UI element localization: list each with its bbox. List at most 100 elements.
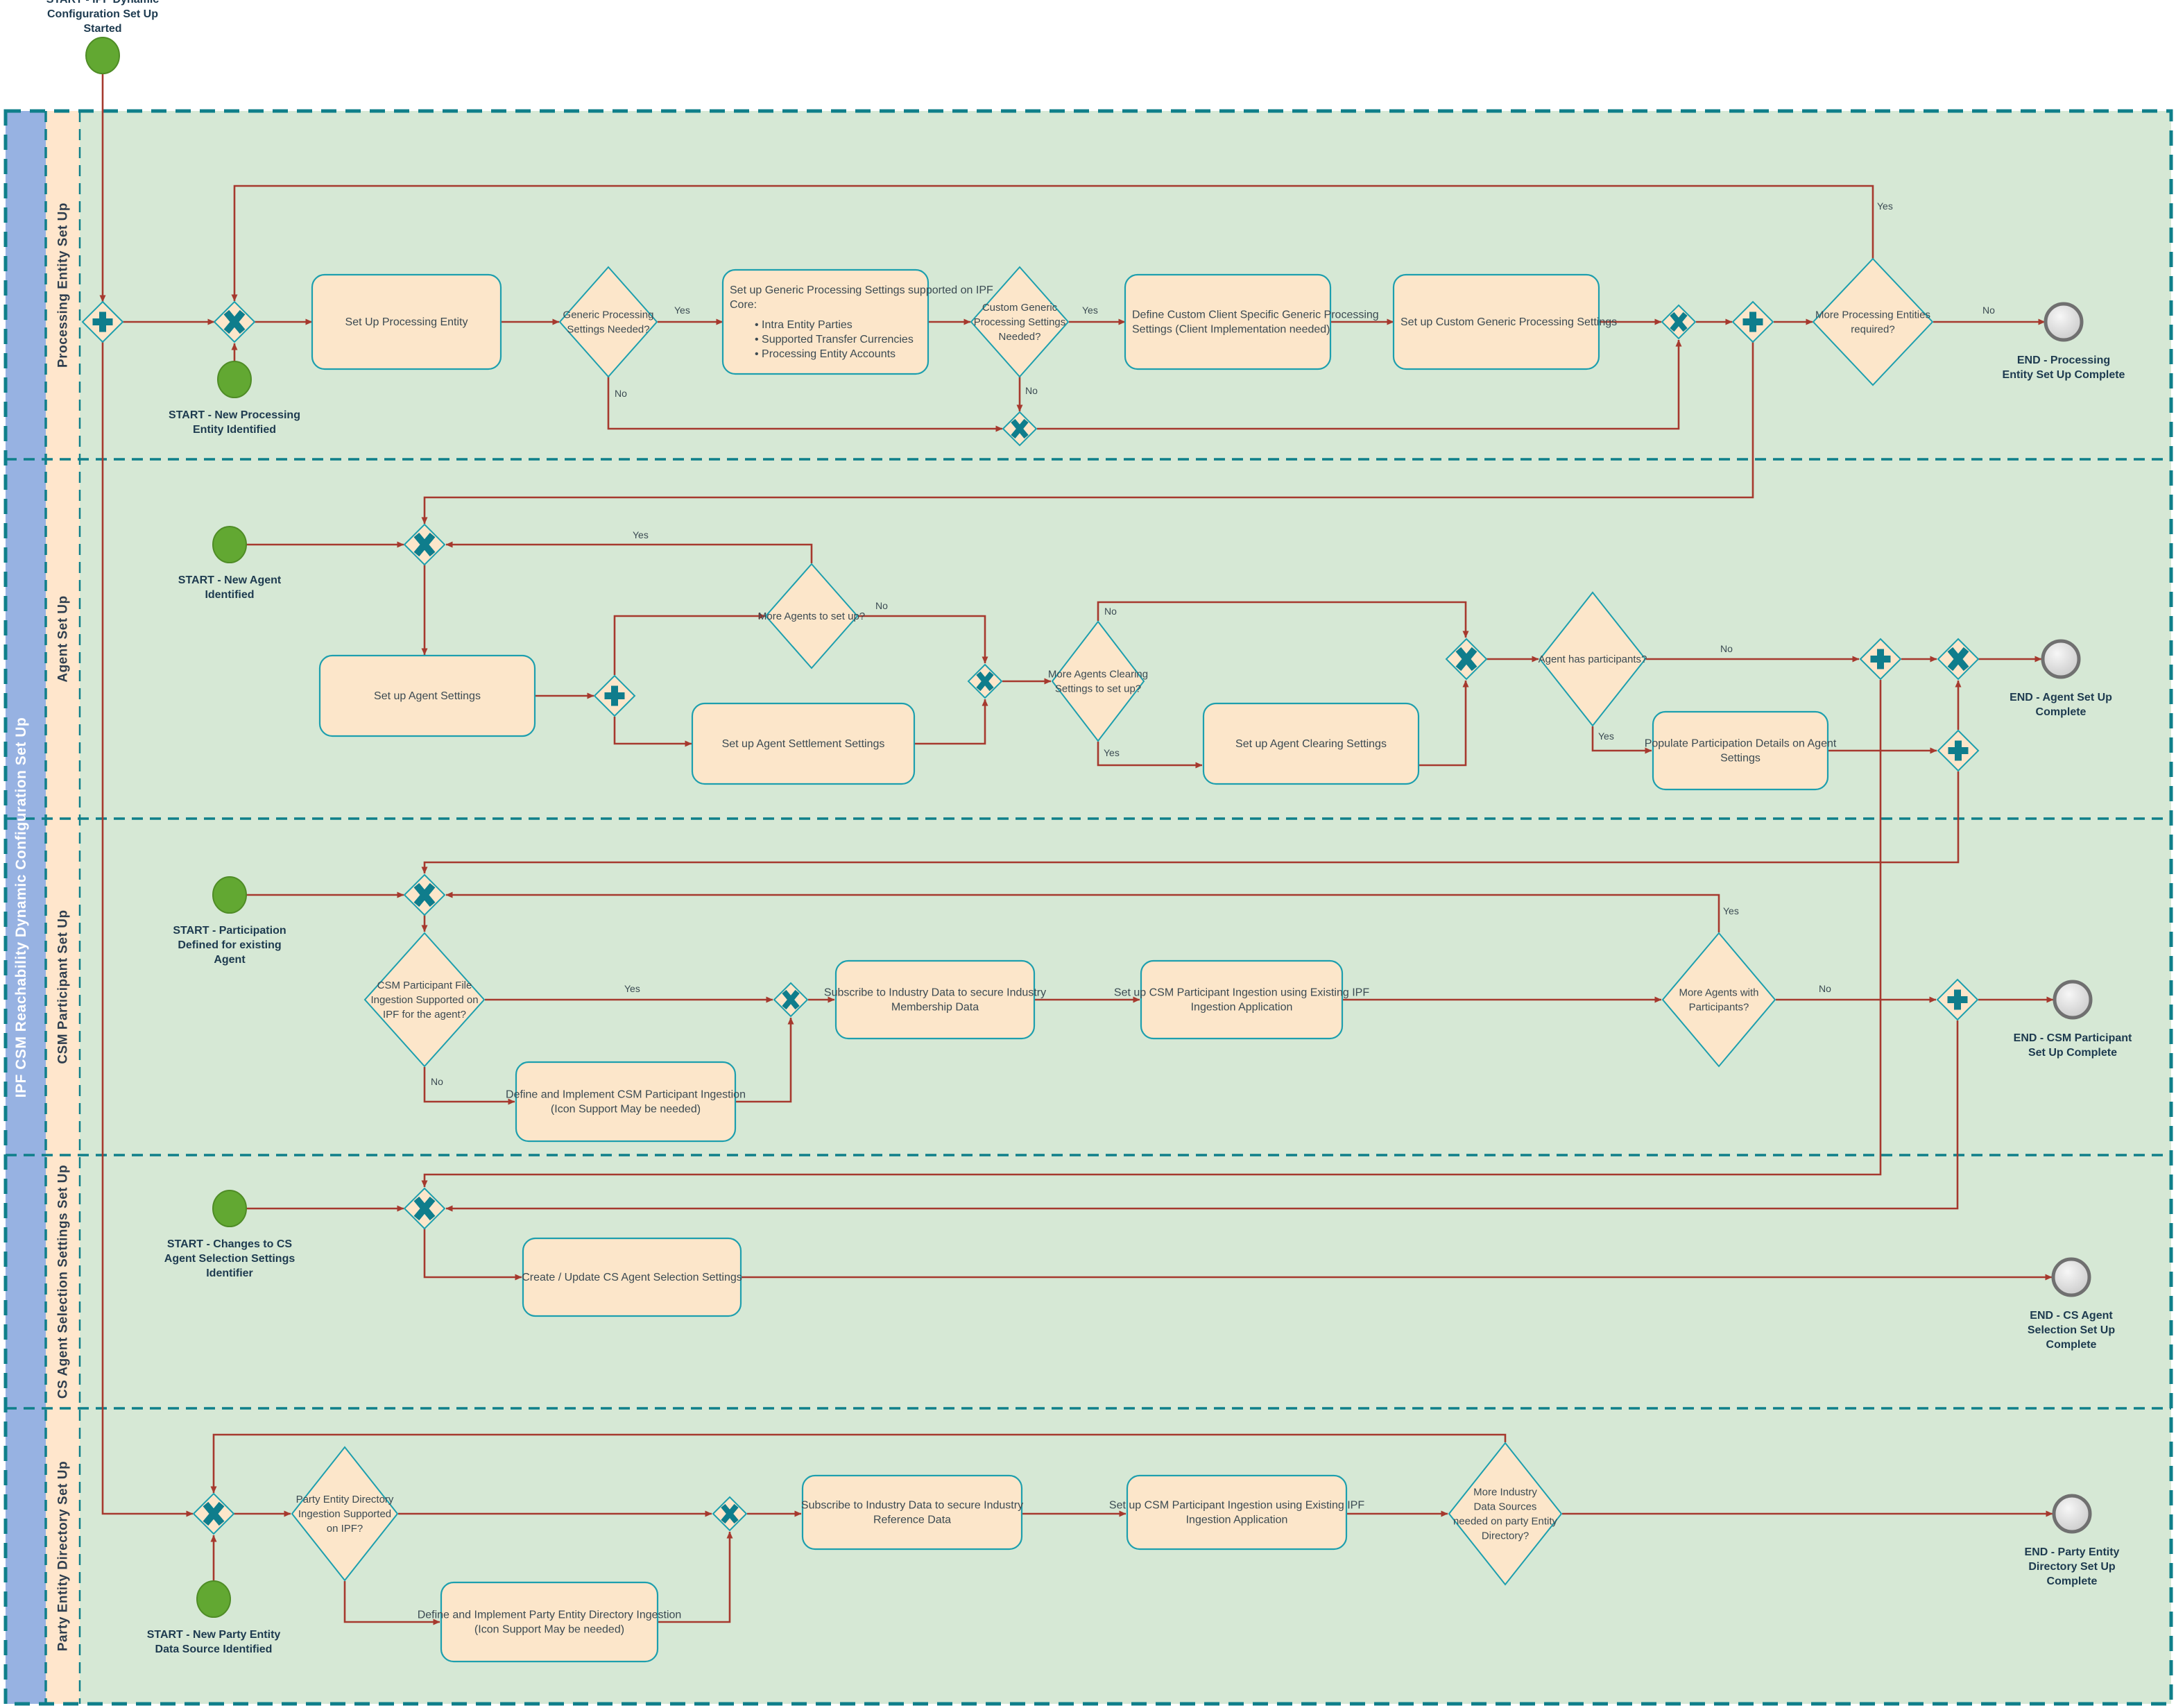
sequence-flow: [445, 1020, 1959, 1212]
gateway-x-cs-agent-entry: [403, 1187, 446, 1230]
svg-text:Data Source Identified: Data Source Identified: [155, 1643, 273, 1655]
sequence-flow: [1097, 742, 1203, 769]
gateway-plus-participation: [1937, 729, 1980, 772]
flow-label-yes: Yes: [1723, 905, 1739, 916]
svg-text:Directory?: Directory?: [1482, 1530, 1529, 1542]
svg-text:More Processing Entities: More Processing Entities: [1815, 309, 1930, 321]
sequence-flow: [736, 1017, 794, 1103]
svg-text:START - New Processing: START - New Processing: [169, 409, 300, 421]
svg-text:Define Custom Client Specific: Define Custom Client Specific Generic Pr…: [1132, 309, 1379, 321]
svg-text:Party Entity Directory: Party Entity Directory: [296, 1494, 394, 1505]
exclusive-gateway-icon: [413, 1196, 436, 1221]
flow-label-no: No: [431, 1076, 443, 1087]
gateway-plus-processing-entry: [81, 300, 124, 343]
sequence-flow: [101, 342, 194, 1517]
sequence-flow: [915, 699, 988, 745]
svg-text:Set up Agent Clearing Settings: Set up Agent Clearing Settings: [1235, 738, 1387, 750]
pool-background: [6, 111, 2171, 1704]
flow-label-yes: Yes: [1877, 200, 1893, 212]
svg-text:Set up Generic Processing Sett: Set up Generic Processing Settings suppo…: [730, 284, 993, 296]
flow-label-no: No: [875, 600, 888, 611]
svg-text:on IPF?: on IPF?: [327, 1523, 363, 1535]
svg-text:Participants?: Participants?: [1689, 1002, 1749, 1014]
svg-text:Reference Data: Reference Data: [873, 1514, 951, 1526]
svg-text:More Industry: More Industry: [1473, 1487, 1537, 1498]
decision-more-agents-to-set-up: More Agents to set up?: [758, 563, 865, 669]
sequence-flow: [445, 541, 813, 563]
sequence-flow: [421, 680, 1882, 1188]
gateway-x-agent-entry: [403, 523, 446, 566]
parallel-gateway-icon: [1742, 311, 1763, 332]
gateway-x-party-entity-merge: [712, 1496, 748, 1532]
gateway-plus-agent-exit: [1859, 638, 1902, 681]
svg-text:• Processing Entity Accounts: • Processing Entity Accounts: [755, 348, 896, 360]
exclusive-gateway-icon: [1670, 311, 1688, 332]
task-subscribe-industry-membership-data: Subscribe to Industry Data to secure Ind…: [824, 959, 1046, 1040]
gateway-x-csm-merge: [773, 982, 809, 1018]
flow-label-yes: Yes: [1598, 731, 1614, 742]
svg-text:END - Processing: END - Processing: [2017, 355, 2110, 366]
svg-text:START - IPF Dynamic: START - IPF Dynamic: [46, 0, 159, 6]
svg-text:END - CS Agent: END - CS Agent: [2030, 1310, 2113, 1322]
lane-title-3: CSM Participant Set Up: [56, 909, 71, 1064]
svg-text:Data Sources: Data Sources: [1474, 1501, 1537, 1513]
gateway-x-processing-no-merge: [1002, 411, 1038, 447]
sequence-flow: [210, 1433, 1507, 1494]
sequence-flow: [658, 1531, 733, 1623]
sequence-flow: [423, 1067, 515, 1105]
exclusive-gateway-icon: [413, 532, 436, 557]
flow-label-no: No: [1025, 385, 1038, 396]
sequence-flow: [423, 1229, 522, 1281]
flow-label-yes: Yes: [674, 305, 690, 316]
svg-text:• Supported Transfer Currenci: • Supported Transfer Currencies: [755, 334, 914, 345]
sequence-flow: [607, 377, 1003, 432]
svg-text:Entity Identified: Entity Identified: [193, 424, 276, 436]
pool-borders: [3, 109, 2173, 1706]
svg-text:Define and Implement Party Ent: Define and Implement Party Entity Direct…: [418, 1609, 682, 1621]
exclusive-gateway-icon: [203, 1501, 225, 1526]
sequence-flow: [421, 342, 1754, 524]
task-set-up-processing-entity: Set Up Processing Entity: [311, 273, 502, 370]
svg-text:START - New Party Entity: START - New Party Entity: [147, 1629, 281, 1641]
flow-label-yes: Yes: [1082, 305, 1098, 316]
sequence-flow: [445, 891, 1720, 932]
svg-text:Generic Processing: Generic Processing: [563, 309, 654, 321]
svg-text:END - Party Entity: END - Party Entity: [2025, 1546, 2120, 1558]
svg-text:Selection Set Up: Selection Set Up: [2028, 1324, 2115, 1336]
flow-label-no: No: [1982, 305, 1995, 316]
task-subscribe-industry-reference-data: Subscribe to Industry Data to secure Ind…: [801, 1474, 1023, 1551]
svg-text:Subscribe to Industry Data to: Subscribe to Industry Data to secure Ind…: [801, 1500, 1023, 1512]
svg-text:START - New Agent: START - New Agent: [178, 574, 282, 586]
svg-text:CSM Participant File: CSM Participant File: [377, 980, 472, 991]
svg-text:Ingestion Application: Ingestion Application: [1186, 1514, 1288, 1526]
lane-title-4: CS Agent Selection Settings Set Up: [56, 1165, 71, 1399]
svg-text:Agent has participants?: Agent has participants?: [1539, 654, 1647, 665]
exclusive-gateway-icon: [1455, 647, 1477, 672]
svg-text:Settings Needed?: Settings Needed?: [567, 324, 649, 336]
sequence-flow: [231, 185, 1874, 302]
svg-text:Identified: Identified: [205, 589, 254, 601]
exclusive-gateway-icon: [782, 989, 800, 1010]
parallel-gateway-icon: [1947, 989, 1968, 1010]
svg-text:END - CSM Participant: END - CSM Participant: [2014, 1032, 2132, 1044]
sequence-flow: [1419, 680, 1469, 767]
flow-label-no: No: [1720, 643, 1733, 654]
svg-text:Settings to set up?: Settings to set up?: [1055, 683, 1141, 695]
task-populate-participation-details: Populate Participation Details on AgentS…: [1645, 710, 1837, 791]
svg-text:Custom Generic: Custom Generic: [982, 302, 1058, 314]
task-set-up-csm-ingestion-existing-2: Set up CSM Participant Ingestion using E…: [1109, 1474, 1364, 1551]
gateway-x-agent-end: [1937, 638, 1980, 681]
parallel-gateway-icon: [1870, 649, 1891, 669]
svg-text:Settings (Client Implementatio: Settings (Client Implementation needed): [1132, 324, 1330, 336]
